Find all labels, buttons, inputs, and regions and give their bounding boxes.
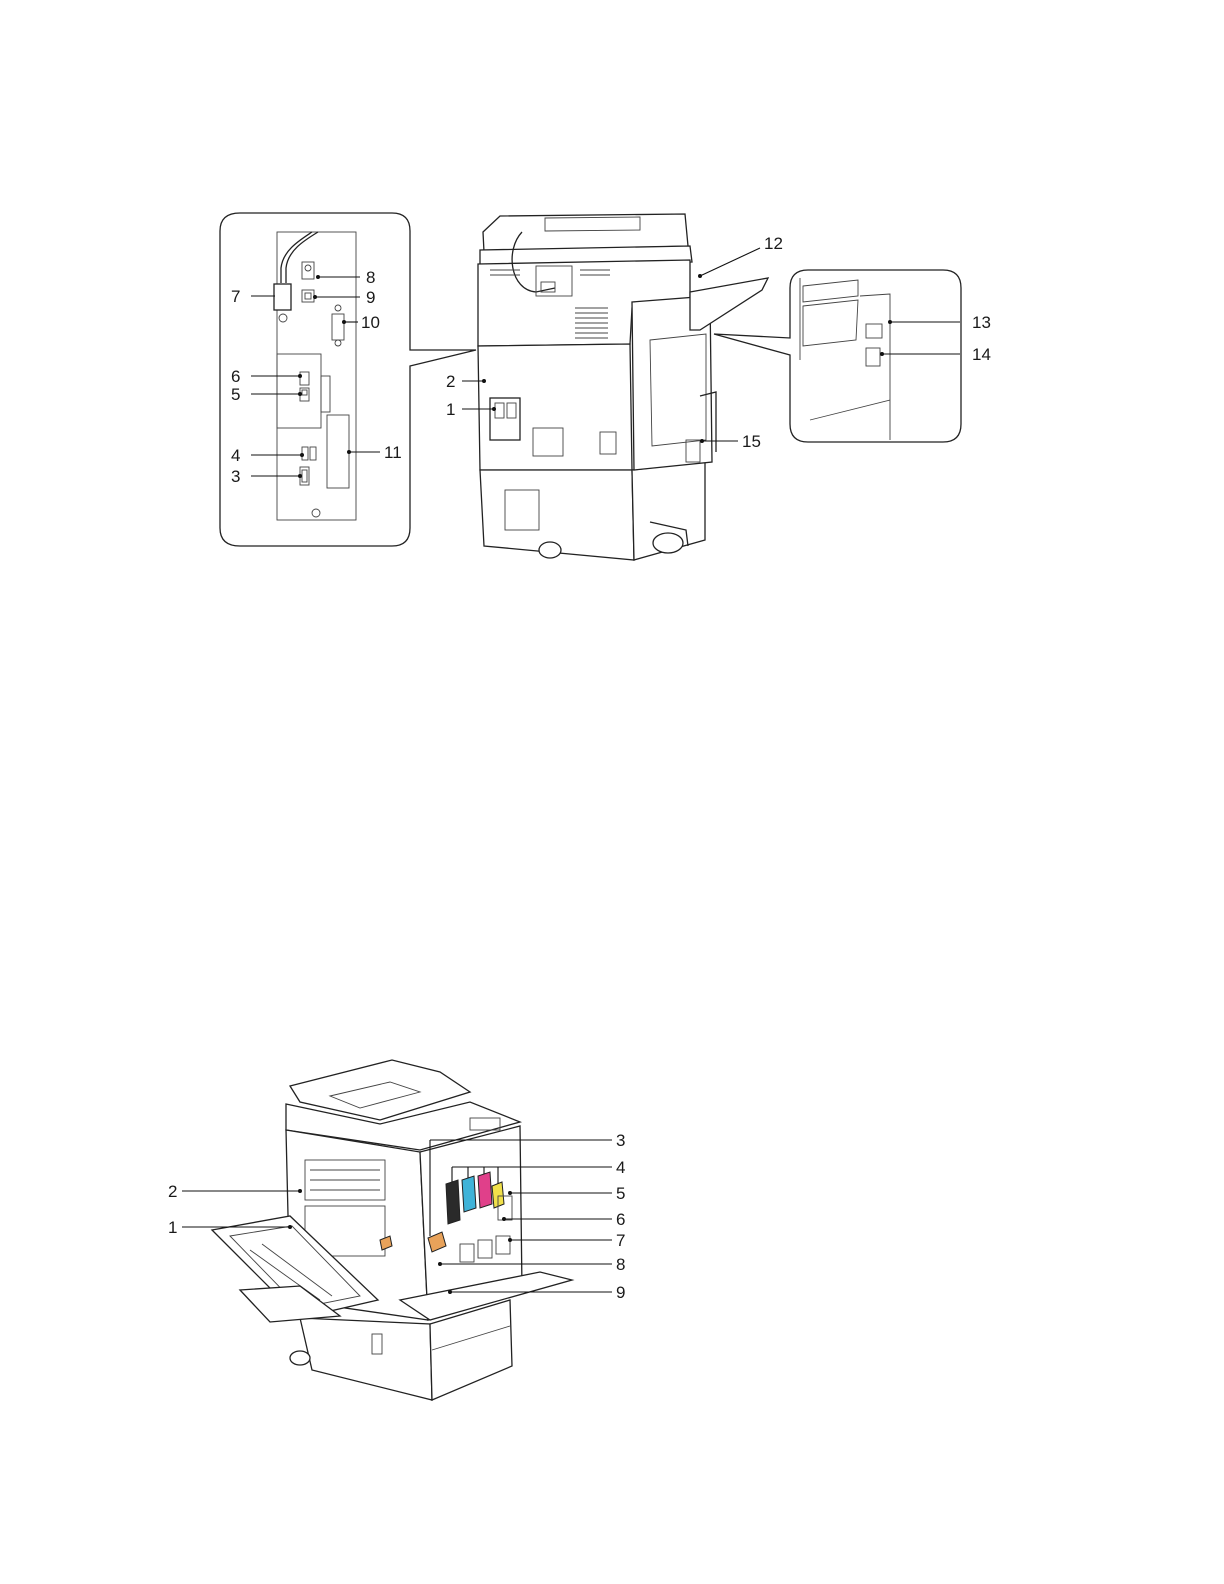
- connection-panel-detail: [220, 213, 476, 546]
- label-top-15: 15: [742, 432, 761, 451]
- panel-leaders: [251, 275, 380, 478]
- label-bottom-9: 9: [616, 1283, 625, 1302]
- label-bottom-1: 1: [168, 1218, 177, 1237]
- label-top-11: 11: [384, 443, 402, 462]
- label-top-5: 5: [231, 385, 240, 404]
- label-top-14: 14: [972, 345, 991, 364]
- label-top-12: 12: [764, 234, 783, 253]
- label-bottom-8: 8: [616, 1255, 625, 1274]
- label-bottom-3: 3: [616, 1131, 625, 1150]
- label-top-8: 8: [366, 268, 375, 287]
- label-top-1: 1: [446, 400, 455, 419]
- label-top-13: 13: [972, 313, 991, 332]
- label-bottom-4: 4: [616, 1158, 625, 1177]
- label-top-9: 9: [366, 288, 375, 307]
- label-top-10: 10: [361, 313, 380, 332]
- label-bottom-7: 7: [616, 1231, 625, 1250]
- label-bottom-6: 6: [616, 1210, 625, 1229]
- label-top-4: 4: [231, 446, 240, 465]
- label-top-7: 7: [231, 287, 240, 306]
- label-bottom-5: 5: [616, 1184, 625, 1203]
- label-bottom-2: 2: [168, 1182, 177, 1201]
- printer-rear-body: [478, 214, 768, 560]
- label-top-6: 6: [231, 367, 240, 386]
- label-top-2: 2: [446, 372, 455, 391]
- printer-open-front-diagram: [212, 1060, 572, 1400]
- label-top-3: 3: [231, 467, 240, 486]
